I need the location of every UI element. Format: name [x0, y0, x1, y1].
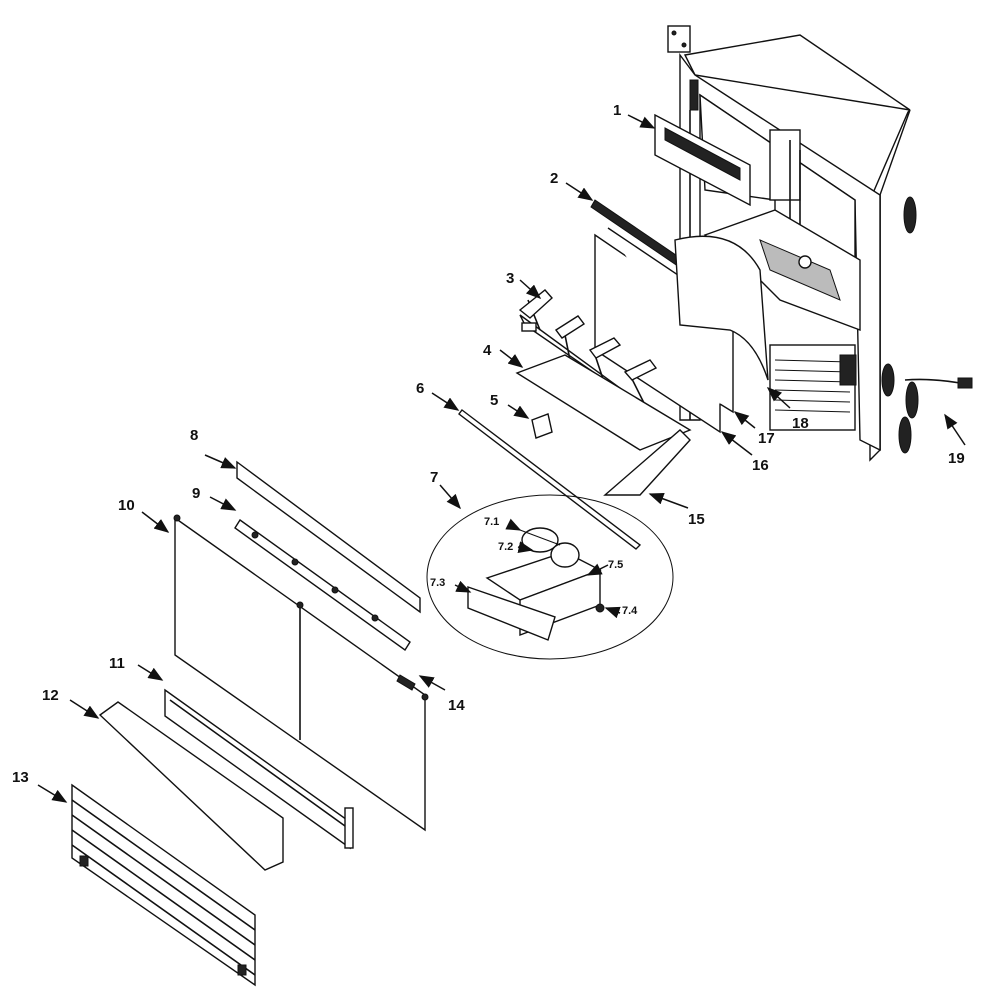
- part-12-deflector: [98, 701, 284, 871]
- callout-9: 9: [192, 485, 200, 502]
- part-10-glass-door: [173, 514, 429, 832]
- callout-12: 12: [42, 687, 59, 704]
- callout-7-5: 7.5: [608, 559, 623, 571]
- callout-14: 14: [448, 697, 465, 714]
- callout-8: 8: [190, 427, 198, 444]
- part-18-reflector: [674, 235, 769, 381]
- firebox-cabinet: [667, 25, 919, 462]
- callout-2: 2: [550, 170, 558, 187]
- callout-4: 4: [483, 342, 492, 359]
- part-8-top-trim: [236, 460, 421, 614]
- part-5-bracket: [531, 413, 553, 439]
- part-6-rod: [458, 409, 642, 550]
- callout-15: 15: [688, 511, 705, 528]
- callout-10: 10: [118, 497, 135, 514]
- callout-3: 3: [506, 270, 514, 287]
- callout-7-3: 7.3: [430, 577, 445, 589]
- part-9-louvre-bar: [234, 518, 411, 652]
- part-14-pin: [396, 674, 416, 691]
- callout-6: 6: [416, 380, 424, 397]
- callout-7-1: 7.1: [484, 516, 499, 528]
- callout-16: 16: [752, 457, 769, 474]
- callout-19: 19: [948, 450, 965, 467]
- part-11-bottom-trim: [164, 688, 354, 850]
- part-1-plate: [654, 113, 751, 207]
- callout-5: 5: [490, 392, 498, 409]
- callout-arrows: [37, 114, 966, 803]
- part-13-grille: [71, 783, 256, 987]
- callout-13: 13: [12, 769, 29, 786]
- callout-11: 11: [109, 655, 125, 672]
- callout-17: 17: [758, 430, 775, 447]
- part-17-panel: [607, 227, 734, 414]
- part-7-heater-assembly: [426, 494, 674, 660]
- callout-1: 1: [613, 102, 621, 119]
- part-19-power-cord: [904, 377, 973, 389]
- callout-18: 18: [792, 415, 809, 432]
- callout-7-2: 7.2: [498, 541, 513, 553]
- callout-7: 7: [430, 469, 438, 486]
- callout-7-4: 7.4: [622, 605, 638, 617]
- part-4-ember-bed: [515, 354, 692, 451]
- part-15-shelf: [603, 429, 691, 496]
